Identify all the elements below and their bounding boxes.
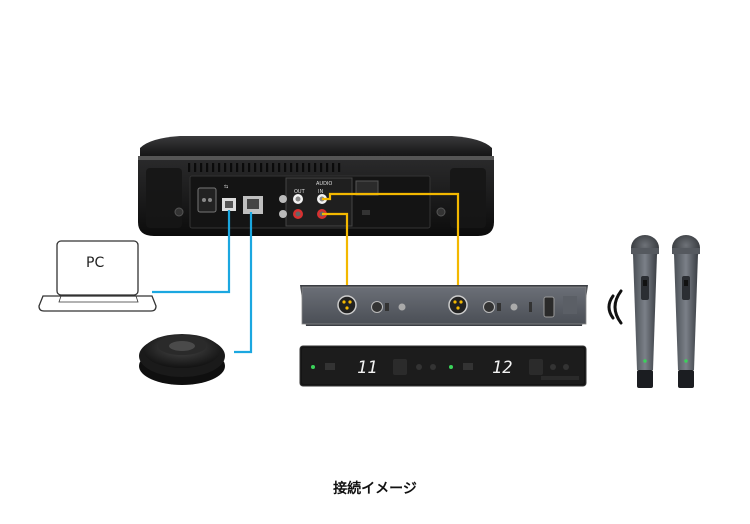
conference-device: ⇆ AUDIO OUT IN (138, 136, 494, 236)
speakerphone-icon (139, 334, 225, 385)
pc-label: PC (86, 255, 104, 271)
out-label: OUT (294, 189, 306, 195)
microphone-icon (631, 235, 700, 388)
audio-ports: AUDIO OUT IN (279, 177, 353, 227)
in-label: IN (318, 189, 323, 195)
audio-cable-1 (322, 212, 349, 305)
xlr-output-1 (337, 295, 357, 315)
wireless-waves-icon (607, 289, 623, 325)
channel-1-display: 11 (357, 358, 377, 378)
svg-text:⇆: ⇆ (224, 184, 228, 190)
usb-cable-speakerphone (234, 212, 253, 354)
audio-label: AUDIO (316, 181, 332, 187)
receiver-rear-panel (300, 285, 588, 326)
microphone-1 (631, 235, 659, 388)
microphone-2 (672, 235, 700, 388)
ethernet-port (243, 196, 263, 214)
laptop-icon: PC (38, 240, 157, 312)
xlr-output-2 (448, 295, 468, 315)
channel-2-display: 12 (492, 358, 512, 378)
diagram-caption: 接続イメージ (333, 481, 417, 497)
receiver-front-panel: 11 12 (299, 345, 587, 387)
audio-cables (322, 192, 460, 305)
power-port (197, 187, 217, 213)
vent-slots (188, 163, 341, 172)
usb-cables (152, 210, 253, 354)
audio-cable-2 (322, 192, 460, 305)
usb-cable-pc (152, 210, 231, 294)
usb-port: ⇆ (222, 184, 236, 211)
